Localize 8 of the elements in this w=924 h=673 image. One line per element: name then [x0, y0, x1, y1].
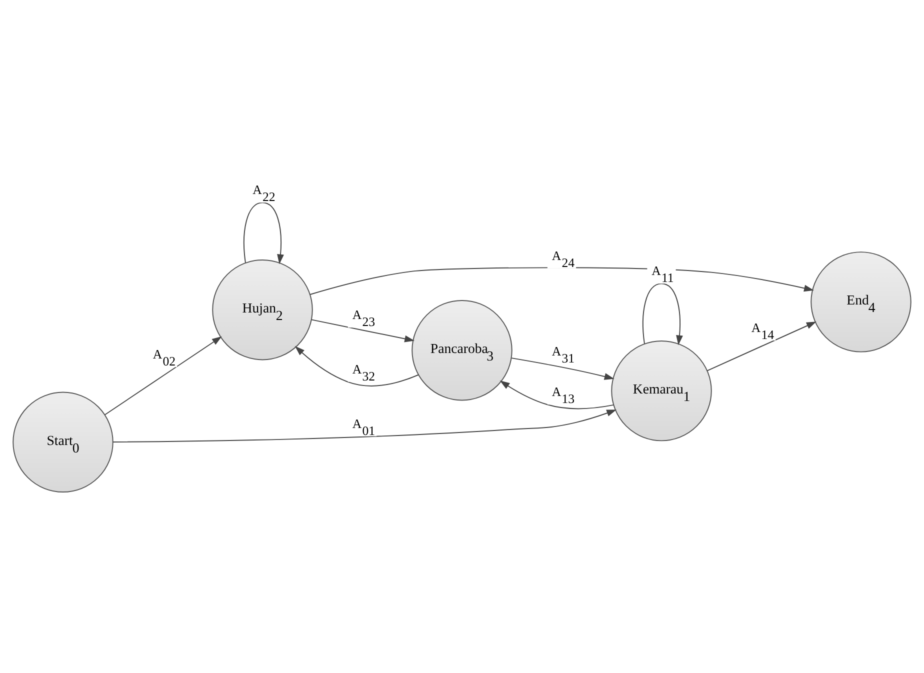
arrow — [642, 283, 683, 346]
arrow — [511, 358, 614, 380]
arrow — [294, 346, 419, 386]
arrow — [104, 336, 222, 416]
arrow — [311, 319, 415, 342]
arrow — [112, 410, 617, 443]
arrow — [706, 322, 816, 372]
arrow — [244, 202, 284, 264]
